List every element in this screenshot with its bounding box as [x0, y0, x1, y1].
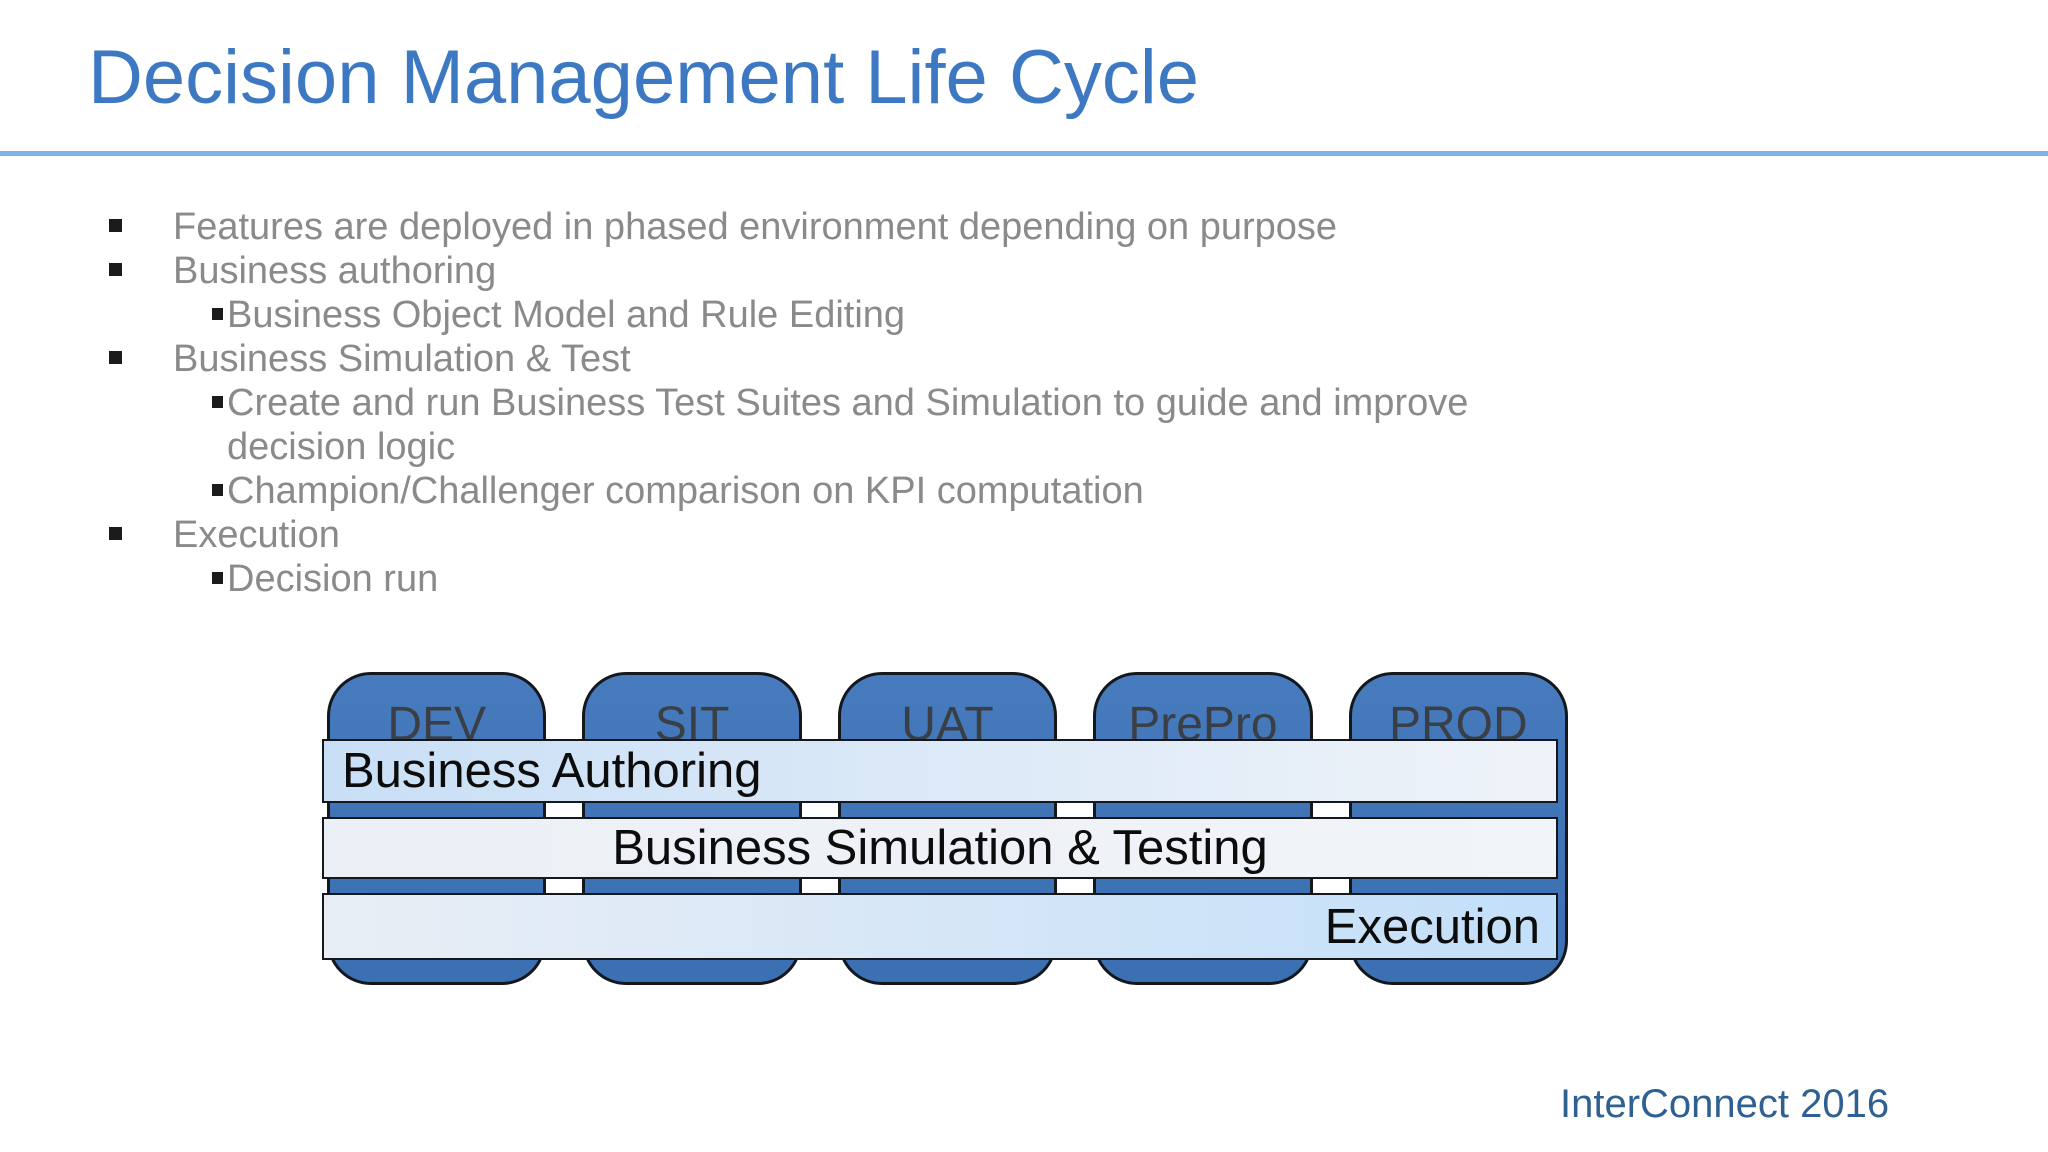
footer-logo-text: InterConnect 2016	[1560, 1082, 1890, 1126]
band-label: Execution	[1324, 899, 1540, 954]
bullet-square-icon	[212, 484, 223, 496]
bullet-text: Execution	[173, 514, 340, 556]
bullet-text: Business authoring	[173, 250, 497, 292]
bullet-text: Create and run Business Test Suites and …	[227, 382, 1469, 468]
lifecycle-diagram: DEV SIT UAT PrePro PROD Business Authori…	[322, 672, 1569, 985]
title-divider-line	[0, 151, 2048, 156]
bullet-square-icon	[109, 263, 122, 276]
bullet-square-icon	[109, 219, 122, 232]
bullet-sub-item: Create and run Business Test Suites and …	[105, 381, 1553, 469]
bullet-item: Execution	[105, 513, 1553, 557]
slide-title: Decision Management Life Cycle	[88, 35, 1199, 120]
bullet-text: Business Object Model and Rule Editing	[227, 294, 906, 336]
band-label: Business Authoring	[342, 744, 762, 798]
bullet-list: Features are deployed in phased environm…	[105, 205, 1553, 601]
bullet-sub-item: Decision run	[105, 557, 1553, 601]
bullet-square-icon	[212, 396, 223, 408]
bullet-text: Business Simulation & Test	[173, 338, 631, 380]
bullet-text: Features are deployed in phased environm…	[173, 206, 1338, 248]
band-business-simulation-testing: Business Simulation & Testing	[322, 817, 1558, 879]
bullet-square-icon	[109, 351, 122, 364]
bullet-square-icon	[212, 308, 223, 320]
bullet-square-icon	[109, 527, 122, 540]
bullet-text: Decision run	[227, 558, 439, 600]
bullet-sub-item: Champion/Challenger comparison on KPI co…	[105, 469, 1553, 513]
band-label: Business Simulation & Testing	[612, 821, 1268, 875]
bullet-sub-item: Business Object Model and Rule Editing	[105, 293, 1553, 337]
band-business-authoring: Business Authoring	[322, 739, 1558, 803]
bullet-square-icon	[212, 572, 223, 584]
band-execution: Execution	[322, 893, 1558, 960]
bullet-item: Business authoring	[105, 249, 1553, 293]
bullet-item: Features are deployed in phased environm…	[105, 205, 1553, 249]
bullet-item: Business Simulation & Test	[105, 337, 1553, 381]
bullet-text: Champion/Challenger comparison on KPI co…	[227, 470, 1144, 512]
